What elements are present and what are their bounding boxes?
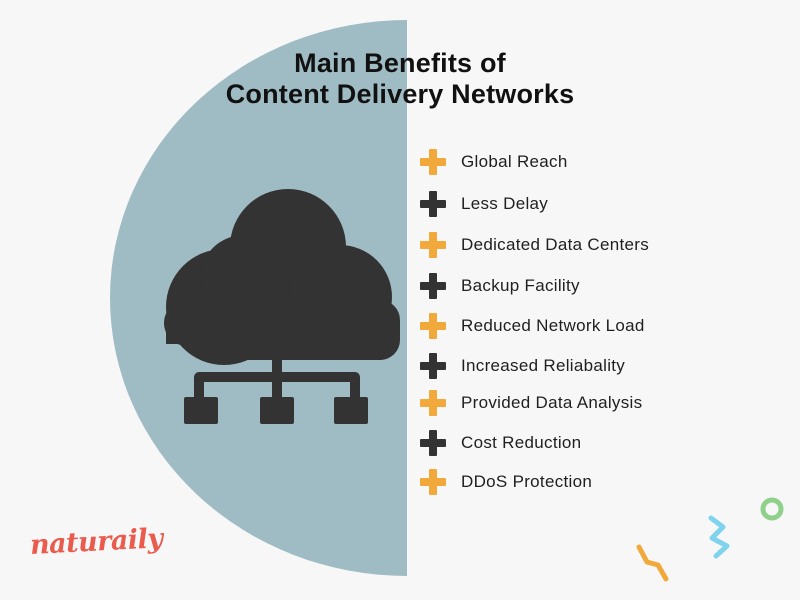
benefit-label: Global Reach (461, 152, 568, 171)
plus-icon (418, 428, 448, 458)
benefit-label: Reduced Network Load (461, 316, 645, 335)
plus-icon (418, 189, 448, 219)
benefit-item: DDoS Protection (418, 467, 592, 497)
benefit-item: Backup Facility (418, 271, 580, 301)
benefit-item: Less Delay (418, 189, 548, 219)
benefit-item: Cost Reduction (418, 428, 581, 458)
title-line-2: Content Delivery Networks (225, 79, 575, 109)
plus-icon (418, 271, 448, 301)
benefit-item: Global Reach (418, 147, 568, 177)
plus-icon (418, 311, 448, 341)
title-line-1: Main Benefits of (294, 48, 506, 78)
page-title: Main Benefits of Content Delivery Networ… (140, 48, 660, 110)
plus-icon (418, 230, 448, 260)
plus-icon (418, 388, 448, 418)
benefit-label: Less Delay (461, 194, 549, 213)
benefit-item: Dedicated Data Centers (418, 230, 649, 260)
benefit-label: DDoS Protection (461, 472, 593, 491)
benefit-item: Increased Reliabality (418, 351, 625, 381)
plus-icon (418, 467, 448, 497)
benefit-label: Cost Reduction (461, 433, 582, 452)
plus-icon (418, 351, 448, 381)
benefit-label: Provided Data Analysis (461, 393, 643, 412)
benefit-item: Reduced Network Load (418, 311, 645, 341)
benefit-label: Backup Facility (461, 276, 580, 295)
benefit-item: Provided Data Analysis (418, 388, 642, 418)
benefit-label: Increased Reliabality (461, 356, 626, 375)
benefit-label: Dedicated Data Centers (461, 235, 650, 254)
plus-icon (418, 147, 448, 177)
